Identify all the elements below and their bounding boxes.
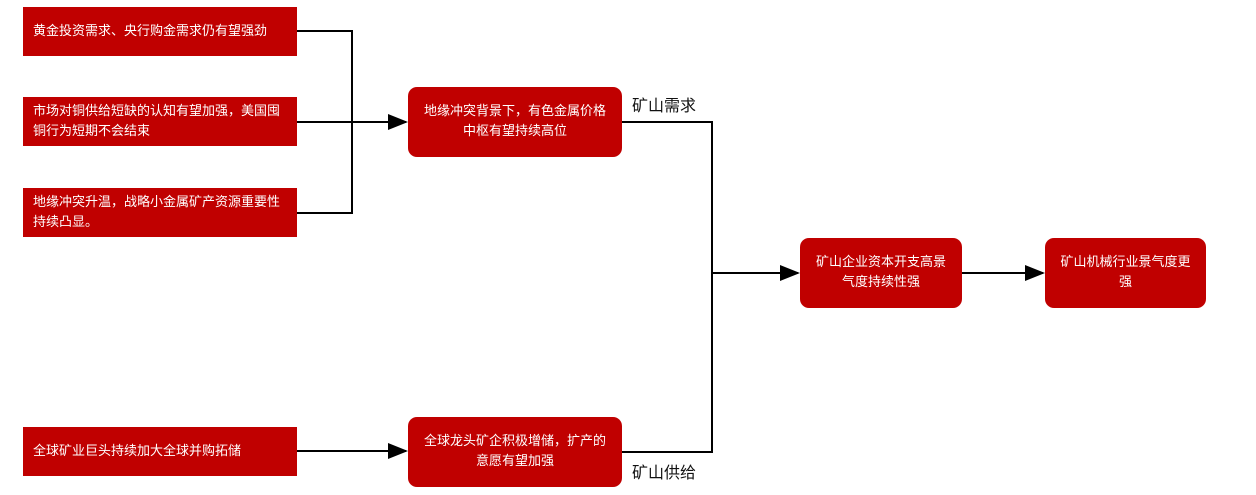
merge-bracket-line bbox=[622, 121, 713, 453]
input-strategic-metals: 地缘冲突升温，战略小金属矿产资源重要性持续凸显。 bbox=[23, 188, 297, 237]
demand-label: 矿山需求 bbox=[632, 96, 697, 115]
demand-node: 地缘冲突背景下，有色金属价格中枢有望持续高位 bbox=[408, 87, 622, 157]
box-text: 全球矿业巨头持续加大全球并购拓储 bbox=[33, 443, 242, 459]
box-text: 地缘冲突升温，战略小金属矿产资源重要性持续凸显。 bbox=[33, 194, 281, 230]
input-mining-mna: 全球矿业巨头持续加大全球并购拓储 bbox=[23, 427, 297, 476]
box-text: 矿山企业资本开支高景气度持续性强 bbox=[815, 255, 946, 290]
box-text: 地缘冲突背景下，有色金属价格中枢有望持续高位 bbox=[423, 104, 606, 139]
supply-label: 矿山供给 bbox=[632, 463, 697, 482]
box-text: 市场对铜供给短缺的认知有望加强，美国囤铜行为短期不会结束 bbox=[33, 103, 281, 139]
capex-node: 矿山企业资本开支高景气度持续性强 bbox=[800, 238, 962, 308]
input-gold-demand: 黄金投资需求、央行购金需求仍有望强劲 bbox=[23, 7, 297, 56]
supply-node: 全球龙头矿企积极增储，扩产的意愿有望加强 bbox=[408, 417, 622, 487]
machinery-node: 矿山机械行业景气度更强 bbox=[1045, 238, 1206, 308]
box-text: 黄金投资需求、央行购金需求仍有望强劲 bbox=[33, 23, 268, 39]
box-text: 全球龙头矿企积极增储，扩产的意愿有望加强 bbox=[423, 434, 606, 469]
input-copper-shortage: 市场对铜供给短缺的认知有望加强，美国囤铜行为短期不会结束 bbox=[23, 97, 297, 146]
box-text: 矿山机械行业景气度更强 bbox=[1060, 255, 1191, 290]
